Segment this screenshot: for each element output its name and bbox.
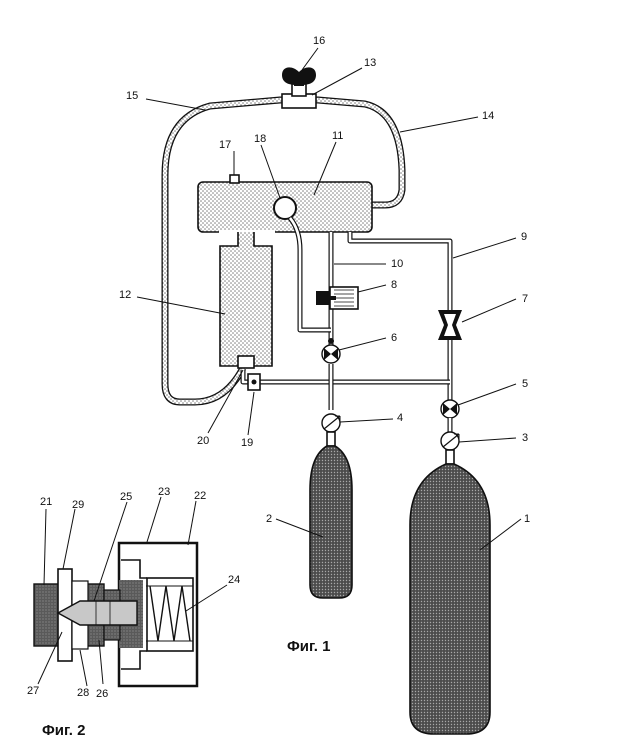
cylinder-valve-4 bbox=[321, 413, 341, 447]
label-19: 19 bbox=[241, 437, 253, 449]
label-2: 2 bbox=[266, 513, 272, 525]
cylinder-1 bbox=[409, 463, 491, 735]
plug-17 bbox=[229, 174, 240, 184]
label-28: 28 bbox=[77, 687, 89, 699]
cylinder-2 bbox=[309, 445, 353, 599]
label-11: 11 bbox=[332, 130, 343, 142]
label-10: 10 bbox=[391, 258, 403, 270]
label-6: 6 bbox=[391, 332, 397, 344]
label-9: 9 bbox=[521, 231, 527, 243]
pipe-loop-15-14 bbox=[161, 96, 406, 406]
gauge-18 bbox=[273, 196, 297, 220]
leaders-fig2 bbox=[37, 496, 228, 687]
pipe-9 bbox=[347, 232, 453, 400]
cylinder-valve-3 bbox=[440, 431, 460, 465]
needle-25 bbox=[56, 600, 138, 626]
label-3: 3 bbox=[522, 432, 528, 444]
tube-10 bbox=[288, 216, 334, 348]
regulator-8 bbox=[316, 286, 359, 310]
figure-2-caption: Фиг. 2 bbox=[42, 722, 85, 739]
check-valve-19 bbox=[247, 373, 261, 391]
label-21: 21 bbox=[40, 496, 52, 508]
nozzle-7 bbox=[438, 310, 462, 340]
label-4: 4 bbox=[397, 412, 403, 424]
figure-2: 21 29 25 23 22 24 27 28 26 Фиг. 2 bbox=[27, 486, 240, 739]
figure-1: 16 13 15 14 17 18 11 9 10 8 12 7 6 5 4 3… bbox=[119, 35, 530, 735]
labels-fig2: 21 29 25 23 22 24 27 28 26 Фиг. 2 bbox=[27, 486, 240, 739]
valve-5 bbox=[440, 399, 460, 419]
label-25: 25 bbox=[120, 491, 132, 503]
label-1: 1 bbox=[524, 513, 530, 525]
label-27: 27 bbox=[27, 685, 39, 697]
fitting-13 bbox=[281, 83, 317, 109]
valve-6 bbox=[321, 338, 341, 364]
label-8: 8 bbox=[391, 279, 397, 291]
label-12: 12 bbox=[119, 289, 131, 301]
label-17: 17 bbox=[219, 139, 231, 151]
label-16: 16 bbox=[313, 35, 325, 47]
wing-nut-16 bbox=[282, 67, 316, 86]
label-24: 24 bbox=[228, 574, 240, 586]
label-29: 29 bbox=[72, 499, 84, 511]
label-14: 14 bbox=[482, 110, 494, 122]
label-7: 7 bbox=[522, 293, 528, 305]
labels-fig1: 16 13 15 14 17 18 11 9 10 8 12 7 6 5 4 3… bbox=[119, 35, 530, 655]
leaders-fig1 bbox=[136, 47, 522, 551]
label-26: 26 bbox=[96, 688, 108, 700]
figure-1-caption: Фиг. 1 bbox=[287, 638, 330, 655]
label-20: 20 bbox=[197, 435, 209, 447]
label-13: 13 bbox=[364, 57, 376, 69]
spring-24 bbox=[146, 585, 193, 642]
label-5: 5 bbox=[522, 378, 528, 390]
label-23: 23 bbox=[158, 486, 170, 498]
manifold-pipe bbox=[240, 364, 450, 410]
label-22: 22 bbox=[194, 490, 206, 502]
label-18: 18 bbox=[254, 133, 266, 145]
filter-12 bbox=[219, 230, 275, 369]
label-15: 15 bbox=[126, 90, 138, 102]
